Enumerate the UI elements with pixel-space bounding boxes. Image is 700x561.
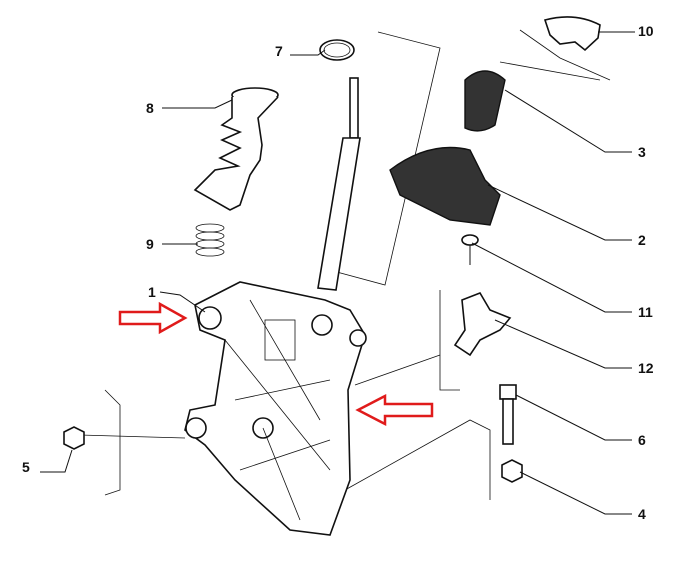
part-8-boot: [193, 87, 279, 211]
callout-8: 8: [146, 100, 154, 116]
red-arrow-left: [355, 393, 434, 427]
part-9-spring: [195, 223, 225, 257]
callout-5: 5: [22, 459, 30, 475]
red-arrow-right: [118, 301, 188, 335]
part-6-bolt: [499, 384, 517, 445]
part-10-cap: [543, 16, 601, 52]
callout-3: 3: [638, 144, 646, 160]
callout-4: 4: [638, 506, 646, 522]
part-1-shifter-bracket: [184, 281, 367, 536]
part-5-nut: [63, 426, 85, 450]
callout-11: 11: [638, 304, 653, 320]
callout-12: 12: [638, 360, 654, 376]
part-11-screw: [461, 234, 479, 265]
callout-10: 10: [638, 23, 654, 39]
leader-lines: [40, 31, 635, 515]
part-4-nut: [501, 459, 523, 483]
part-3-knob: [464, 70, 506, 132]
part-2-boot-base: [389, 146, 501, 226]
callout-6: 6: [638, 432, 646, 448]
callout-7: 7: [275, 43, 283, 59]
callout-1: 1: [148, 284, 156, 300]
gear-lever-rod: [317, 77, 361, 291]
callout-labels: 7 8 9 1 5 10 3 2 11 12 6 4: [22, 23, 654, 522]
part-12-sensor: [453, 292, 512, 357]
callout-9: 9: [146, 236, 154, 252]
callout-2: 2: [638, 232, 646, 248]
